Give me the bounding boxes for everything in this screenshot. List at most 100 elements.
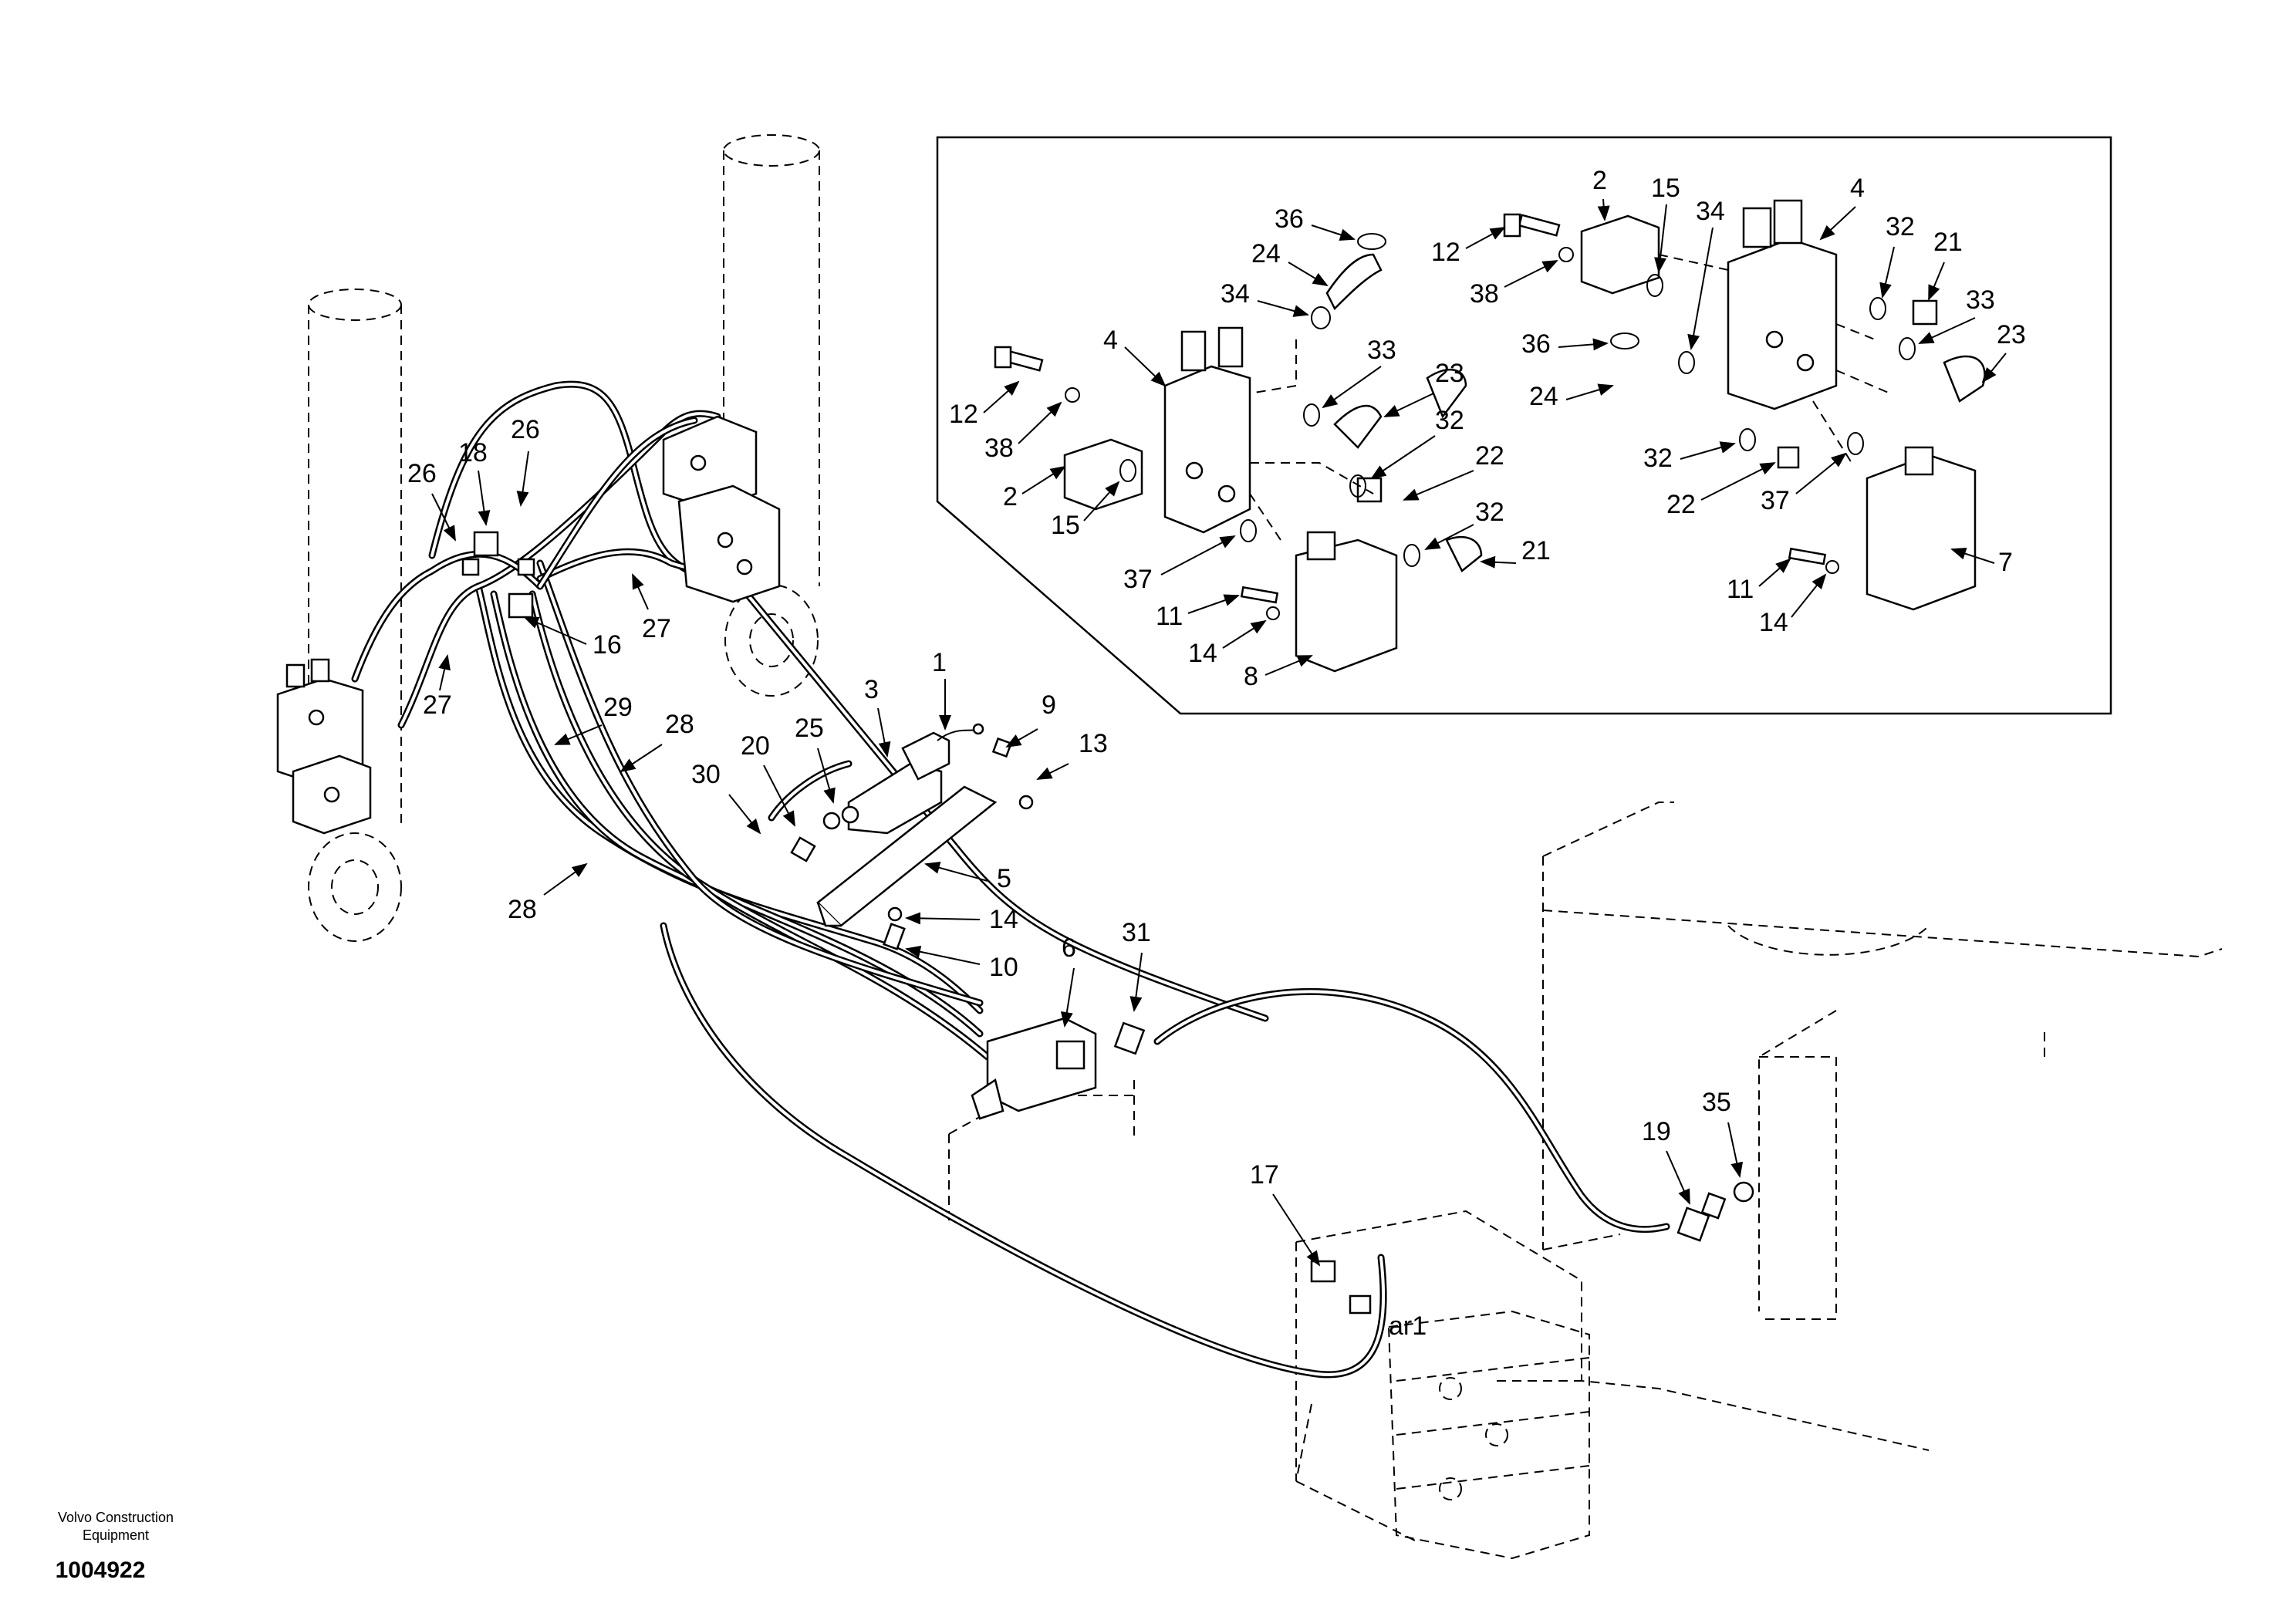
hose-assembly — [351, 380, 1670, 1379]
callout-number: 12 — [949, 400, 978, 429]
callout-number: 2 — [1003, 482, 1018, 511]
callout-26b: 26 — [511, 415, 540, 507]
manifold-block — [971, 1017, 1097, 1120]
brand-line-1: Volvo Construction — [58, 1510, 174, 1525]
callout-27b: 27 — [632, 573, 671, 643]
inset-callout-34b: 34 — [1678, 197, 1725, 374]
inset-frame — [936, 136, 2112, 715]
inset-callout-33a: 33 — [1303, 336, 1396, 427]
callout-number: 30 — [691, 760, 721, 789]
callout-number: 37 — [1761, 486, 1790, 515]
callout-number: 11 — [1156, 602, 1183, 631]
callout-number: 14 — [1188, 639, 1217, 668]
callout-number: 9 — [1042, 690, 1056, 720]
inset-callout-37b: 37 — [1761, 432, 1864, 515]
inset-callout-23a: 23 — [1383, 359, 1464, 417]
inset-callout-38a: 38 — [984, 387, 1080, 463]
inset-callout-24a: 24 — [1251, 239, 1329, 287]
callout-number: 16 — [593, 630, 622, 660]
callout-number: 35 — [1702, 1088, 1731, 1117]
inset-callout-11b: 11 — [1727, 558, 1791, 604]
callout-number: 15 — [1651, 174, 1680, 203]
callout-number: 11 — [1727, 575, 1754, 604]
callout-number: 22 — [1666, 490, 1696, 519]
callout-number: 12 — [1431, 238, 1460, 267]
callout-number: 38 — [984, 434, 1014, 463]
callout-30: 30 — [691, 760, 761, 835]
inset-valve-assembly-right — [1426, 199, 1986, 611]
callout-number: 36 — [1275, 204, 1304, 234]
callout-18: 18 — [458, 438, 491, 526]
inset-callout-23b: 23 — [1981, 320, 2026, 383]
callout-number: 32 — [1886, 212, 1915, 241]
inset-callout-32a: 32 — [1349, 406, 1464, 498]
inset-callout-32b: 32 — [1403, 498, 1504, 567]
callout-number: 19 — [1642, 1117, 1671, 1146]
inset-callout-34a: 34 — [1221, 279, 1331, 329]
inset-callout-21b: 21 — [1928, 228, 1963, 301]
callout-number: 32 — [1475, 498, 1504, 527]
callout-5: 5 — [924, 862, 1011, 893]
inset-valve-assembly-left — [994, 253, 1483, 673]
callout-number: 25 — [795, 714, 824, 743]
callout-number: 36 — [1521, 329, 1551, 359]
inset-callout-21a: 21 — [1480, 536, 1551, 569]
callout-28b: 28 — [508, 862, 588, 924]
callout-number: 28 — [508, 895, 537, 924]
inset-callout-11a: 11 — [1156, 594, 1240, 631]
callout-number: 33 — [1367, 336, 1396, 365]
callout-number: 23 — [1997, 320, 2026, 349]
callout-number: 26 — [511, 415, 540, 444]
callout-13: 13 — [1036, 729, 1108, 780]
brand-line-2: Equipment — [83, 1527, 149, 1543]
inset-callout-2a: 2 — [1003, 465, 1066, 511]
inset-callout-32d: 32 — [1643, 428, 1756, 473]
callout-number: 2 — [1592, 166, 1607, 195]
callout-31: 31 — [1122, 918, 1151, 1012]
inset-callout-14b: 14 — [1759, 560, 1839, 637]
callout-number: 31 — [1122, 918, 1151, 947]
callout-9: 9 — [1005, 690, 1056, 748]
callout-number: 22 — [1475, 441, 1504, 471]
callout-number: 1 — [932, 648, 947, 677]
callout-number: 21 — [1933, 228, 1963, 257]
boom-cylinder-right — [723, 134, 820, 697]
callout-number: 32 — [1643, 444, 1673, 473]
inset-callout-8: 8 — [1244, 655, 1313, 691]
callout-number: 26 — [407, 459, 437, 488]
bracket — [816, 785, 998, 927]
solenoid-valve — [847, 723, 984, 835]
inset-callout-7: 7 — [1950, 547, 2013, 577]
callout-number: 20 — [741, 731, 770, 761]
valve-block-right — [662, 415, 781, 603]
inset-callout-22b: 22 — [1666, 462, 1776, 519]
inset-callout-15b: 15 — [1646, 174, 1680, 297]
inset-callout-24b: 24 — [1529, 382, 1614, 411]
callout-number: 18 — [458, 438, 488, 467]
inset-callout-32c: 32 — [1869, 212, 1915, 320]
callout-26a: 26 — [407, 459, 456, 542]
valve-block-left — [276, 658, 372, 835]
callout-number: 21 — [1521, 536, 1551, 565]
callout-number: 38 — [1470, 279, 1499, 309]
inset-callout-36b: 36 — [1521, 329, 1639, 359]
callout-number: 28 — [665, 710, 694, 739]
inset-callout-14a: 14 — [1188, 606, 1280, 668]
inset-callout-36a: 36 — [1275, 204, 1386, 250]
brand-block: Volvo Construction Equipment 1004922 — [56, 1510, 174, 1583]
callout-number: 6 — [1062, 933, 1076, 963]
callout-number: 7 — [1998, 548, 2013, 577]
callout-16: 16 — [523, 616, 622, 660]
callout-25: 25 — [795, 714, 836, 804]
callout-number: 24 — [1251, 239, 1281, 268]
callout-number: 32 — [1435, 406, 1464, 435]
inset-callout-33b: 33 — [1899, 285, 1995, 360]
callout-6: 6 — [1060, 933, 1076, 1028]
callout-29: 29 — [554, 693, 633, 745]
frame-structure — [948, 802, 2223, 1544]
callout-number: 8 — [1244, 662, 1258, 691]
small-fittings — [790, 737, 1754, 1315]
control-valve-bank — [1387, 1310, 1590, 1560]
callouts-inset: 36 24 34 4 12 38 2 15 33 23 32 22 37 32 … — [949, 166, 2026, 691]
